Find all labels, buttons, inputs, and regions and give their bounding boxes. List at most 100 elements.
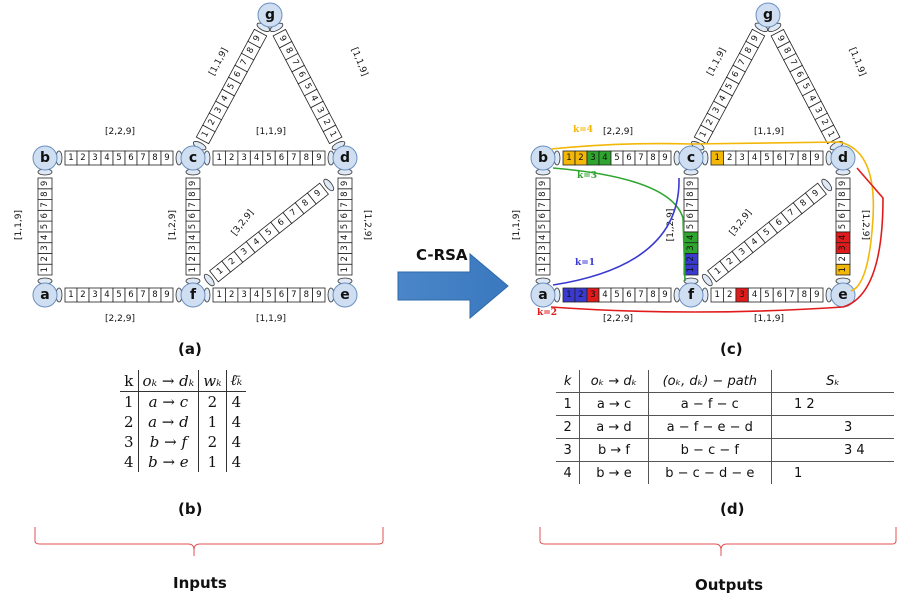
edge-label: [1,2,9] (362, 210, 372, 240)
slot-number: 5 (40, 224, 50, 229)
cell: 4 (231, 413, 242, 431)
slot-number: 6 (40, 213, 50, 218)
cell: 1 (794, 465, 803, 481)
slot (306, 182, 329, 205)
slot-number: 6 (276, 217, 286, 228)
slot-number: 4 (806, 94, 817, 103)
slot-number: 6 (296, 70, 307, 79)
cell: 1 2 (771, 392, 894, 416)
slot-number: 8 (650, 153, 655, 163)
slot-number: 7 (538, 202, 548, 207)
slot-number: 2 (727, 290, 732, 300)
slot-number: 2 (819, 118, 830, 127)
slot (37, 177, 53, 190)
slot-number: 7 (838, 202, 848, 207)
slot-number: 1 (566, 290, 571, 300)
edge-label: [1,1,9] (847, 46, 867, 78)
slot-number: 6 (128, 290, 133, 300)
cell: 4 (120, 452, 139, 472)
slot-number: 9 (316, 153, 321, 163)
outputs-table: k oₖ → dₖ (oₖ, dₖ) − path Sₖ 1 a → c a −… (556, 370, 894, 484)
slot-number: 6 (188, 213, 198, 218)
table-header-row: k oₖ → dₖ wₖ ℓ̄ₖ (120, 370, 247, 392)
node-label: a (538, 287, 547, 303)
node-c (678, 145, 704, 171)
cell: 2 (120, 412, 139, 432)
slot-number: 5 (226, 82, 237, 92)
cell: a → c (579, 392, 649, 416)
slot (770, 28, 791, 49)
cell: 2 (556, 415, 581, 439)
slot-number: 1 (715, 153, 720, 163)
edge-label: [1,2,9] (168, 210, 178, 240)
node-g (755, 2, 781, 28)
slot-number: 9 (277, 34, 288, 43)
slot-number: 8 (152, 153, 157, 163)
slot-number: 6 (777, 290, 782, 300)
node-label: c (189, 150, 197, 166)
slot-number: 8 (152, 290, 157, 300)
slot-number: 2 (229, 290, 234, 300)
slot-number: 9 (686, 181, 696, 186)
slot-number: 1 (538, 267, 548, 272)
slot-number: 5 (266, 153, 271, 163)
slot-number: 8 (802, 290, 807, 300)
edge-label: [1,1,9] (754, 127, 784, 137)
slot (804, 182, 827, 205)
slot-number: 2 (704, 118, 715, 128)
slot-number: 2 (538, 256, 548, 261)
path-k1 (552, 177, 680, 286)
slot-number: 6 (686, 213, 696, 218)
slot-number: 3 (241, 290, 246, 300)
slot-number: 6 (232, 70, 243, 80)
slot-number: 4 (838, 235, 848, 240)
table-row: 2 a → d 1 4 (120, 412, 246, 432)
slot-number: 4 (750, 237, 760, 248)
slot-number: 7 (786, 207, 796, 218)
slot-number: 6 (794, 70, 805, 79)
slot-number: 7 (140, 290, 145, 300)
slot-number: 3 (40, 245, 50, 250)
slot-number: 9 (252, 34, 263, 44)
slot-number: 3 (92, 153, 97, 163)
edge-label: [1,1,9] (14, 210, 24, 240)
caption-c: (c) (720, 340, 743, 358)
link-cap (821, 178, 833, 192)
slot-number: 5 (302, 82, 313, 91)
cell: 3 (556, 438, 581, 462)
slot-number: 1 (188, 267, 198, 272)
slot-number: 2 (80, 290, 85, 300)
slot-number: 8 (781, 46, 792, 55)
slot-number: 2 (727, 153, 732, 163)
slot-number: 9 (814, 290, 819, 300)
slot-number: 1 (215, 266, 225, 277)
slot-number: 4 (686, 235, 696, 240)
slot-number: 4 (602, 153, 607, 163)
slot (312, 150, 326, 166)
node-label: a (40, 287, 49, 303)
slot (810, 287, 824, 303)
slot-number: 5 (800, 82, 811, 91)
slot-number: 4 (308, 94, 319, 103)
slot (312, 287, 326, 303)
slot-number: 2 (227, 256, 237, 267)
slot-number: 2 (340, 256, 350, 261)
slot-number: 8 (340, 191, 350, 196)
slot-number: 2 (229, 153, 234, 163)
slot-number: 3 (538, 245, 548, 250)
slot-number: 3 (239, 246, 249, 257)
slot (683, 177, 699, 190)
slot-number: 9 (40, 181, 50, 186)
slot-number: 9 (313, 188, 323, 199)
slot-number: 7 (340, 202, 350, 207)
cell: 1 (198, 412, 227, 432)
slot (658, 287, 672, 303)
slot-number: 9 (662, 290, 667, 300)
table-row: 4 b → e 1 4 (120, 452, 246, 472)
slot-number: 4 (752, 153, 757, 163)
